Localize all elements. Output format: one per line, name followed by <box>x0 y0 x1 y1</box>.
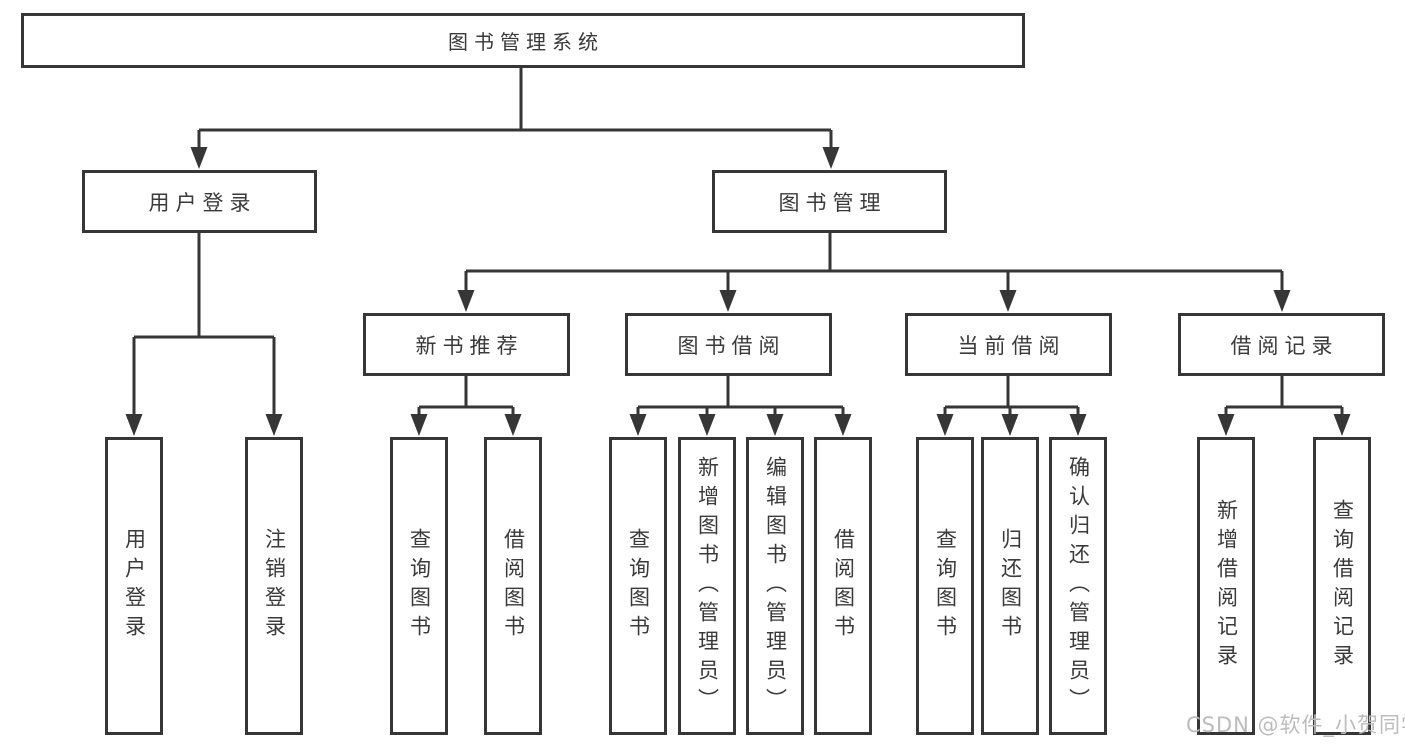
leaf-user-login-label: 用户登录 <box>122 528 147 644</box>
leaf-borrow-edit-books-admin: 编辑图书（管理员） <box>746 437 804 735</box>
node-current-borrowing-label: 当前借阅 <box>957 333 1066 358</box>
node-book-management-label: 图书管理 <box>778 190 887 215</box>
leaf-user-login: 用户登录 <box>105 437 163 735</box>
leaf-borrow-edit-books-admin-label: 编辑图书（管理员） <box>763 455 788 717</box>
leaf-logout-label: 注销登录 <box>262 528 287 644</box>
node-book-management: 图书管理 <box>712 170 947 233</box>
leaf-current-confirm-return-admin-label: 确认归还（管理员） <box>1066 455 1091 717</box>
node-borrowing-records: 借阅记录 <box>1178 313 1385 376</box>
leaf-newrec-borrow-books: 借阅图书 <box>484 437 542 735</box>
leaf-borrow-borrow-books: 借阅图书 <box>814 437 872 735</box>
leaf-current-confirm-return-admin: 确认归还（管理员） <box>1049 437 1107 735</box>
node-current-borrowing: 当前借阅 <box>905 313 1112 376</box>
leaf-records-add-borrow-record: 新增借阅记录 <box>1197 437 1255 735</box>
leaf-newrec-query-books: 查询图书 <box>390 437 448 735</box>
leaf-borrow-query-books-label: 查询图书 <box>626 528 651 644</box>
leaf-newrec-borrow-books-label: 借阅图书 <box>501 528 526 644</box>
leaf-borrow-add-books-admin: 新增图书（管理员） <box>678 437 736 735</box>
leaf-current-query-books-label: 查询图书 <box>933 528 958 644</box>
node-new-book-recommendation-label: 新书推荐 <box>415 333 524 358</box>
node-library-management-system-label: 图书管理系统 <box>448 30 604 54</box>
leaf-borrow-borrow-books-label: 借阅图书 <box>831 528 856 644</box>
leaf-current-return-books: 归还图书 <box>981 437 1039 735</box>
node-book-borrowing-label: 图书借阅 <box>677 333 786 358</box>
leaf-current-return-books-label: 归还图书 <box>998 528 1023 644</box>
csdn-watermark: CSDN @软件_小贺同学 <box>1186 713 1405 737</box>
node-book-borrowing: 图书借阅 <box>625 313 832 376</box>
leaf-records-query-borrow-record-label: 查询借阅记录 <box>1330 499 1355 673</box>
node-library-management-system: 图书管理系统 <box>21 13 1025 68</box>
leaf-borrow-add-books-admin-label: 新增图书（管理员） <box>695 455 720 717</box>
leaf-current-query-books: 查询图书 <box>916 437 974 735</box>
leaf-newrec-query-books-label: 查询图书 <box>407 528 432 644</box>
leaf-borrow-query-books: 查询图书 <box>609 437 667 735</box>
leaf-records-query-borrow-record: 查询借阅记录 <box>1313 437 1371 735</box>
node-user-login: 用户登录 <box>82 170 317 233</box>
leaf-records-add-borrow-record-label: 新增借阅记录 <box>1214 499 1239 673</box>
node-user-login-label: 用户登录 <box>148 190 257 215</box>
leaf-logout: 注销登录 <box>245 437 303 735</box>
node-borrowing-records-label: 借阅记录 <box>1230 333 1339 358</box>
node-new-book-recommendation: 新书推荐 <box>363 313 570 376</box>
